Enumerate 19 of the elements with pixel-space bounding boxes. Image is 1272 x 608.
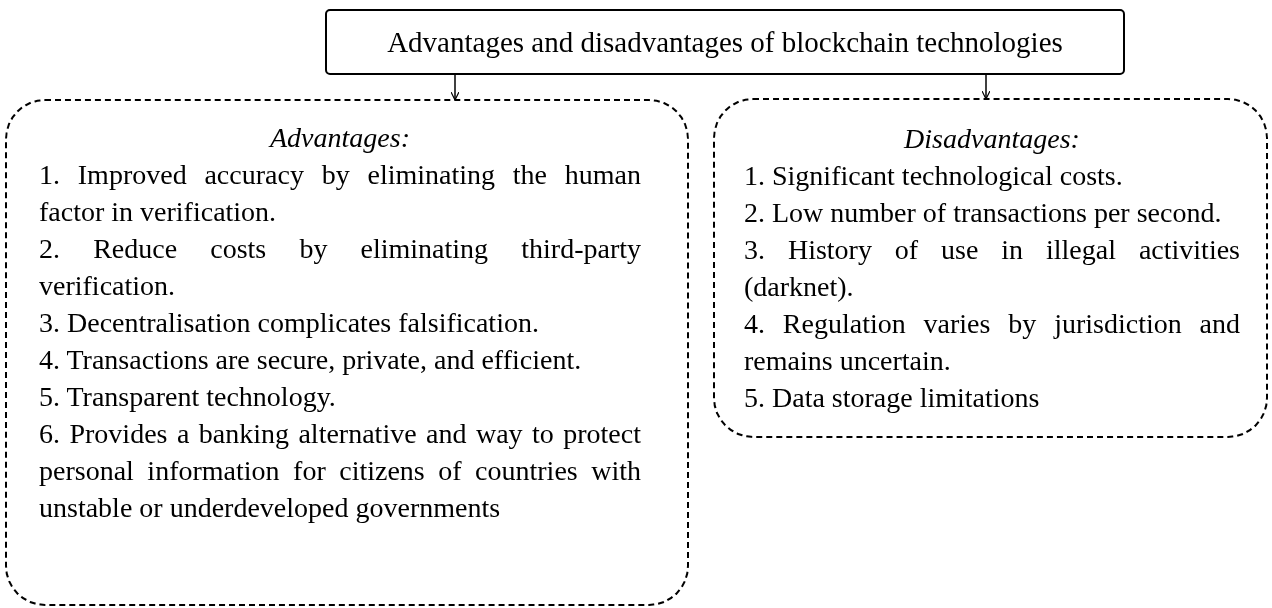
list-item: 4. Regulation varies by jurisdiction and remains uncertain. xyxy=(744,307,1240,378)
list-item: 2. Reduce costs by eliminating third-party verification. xyxy=(39,232,641,303)
list-item: 2. Low number of transactions per second. xyxy=(744,196,1223,230)
advantages-box xyxy=(5,99,689,606)
title-text: Advantages and disadvantages of blockchain technologies xyxy=(387,25,1063,59)
list-item: 1. Improved accuracy by eliminating the human factor in verification. xyxy=(39,158,641,229)
list-item: 6. Provides a banking alternative and way to protect personal information for citizens of countries with unstable or underdeveloped governments xyxy=(39,417,641,525)
arrow xyxy=(450,74,460,101)
list-item: 5. Data storage limitations xyxy=(744,381,1041,415)
list-item: 1. Significant technological costs. xyxy=(744,159,1124,193)
list-item: 4. Transactions are secure, private, and efficient. xyxy=(39,343,583,377)
disadvantages-box xyxy=(713,98,1268,438)
heading-text: Advantages: xyxy=(267,121,411,155)
list-item: 3. Decentralisation complicates falsification. xyxy=(39,306,540,340)
heading-text: Disadvantages: xyxy=(902,122,1081,156)
list-item: 5. Transparent technology. xyxy=(39,380,337,414)
title-box xyxy=(325,9,1125,75)
list-item: 3. History of use in illegal activities (darknet). xyxy=(744,233,1240,304)
arrow xyxy=(981,74,991,100)
